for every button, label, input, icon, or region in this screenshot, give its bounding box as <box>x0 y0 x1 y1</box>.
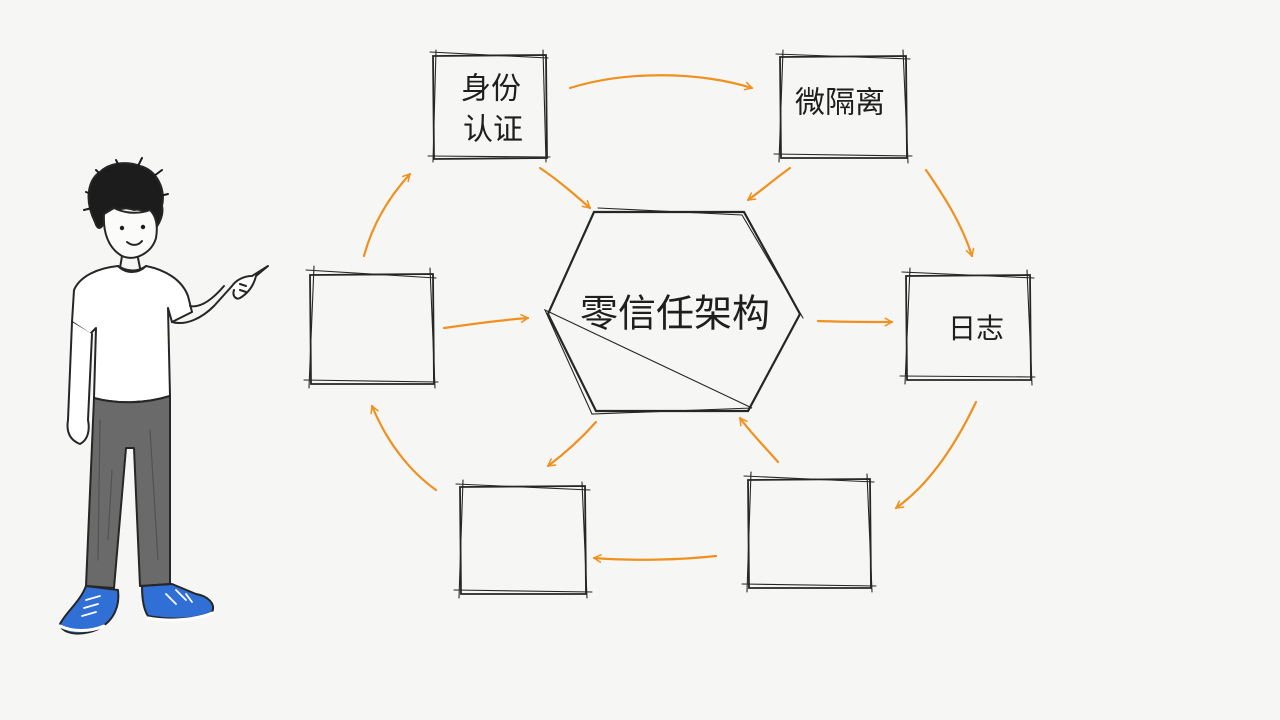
arrow-identity-to-micro <box>568 74 754 91</box>
node-label-log: 日志 <box>948 312 1004 345</box>
arrow-log-to-bottom-right <box>894 400 978 510</box>
arrow-identity-to-center <box>538 166 592 210</box>
flow-arrows <box>362 74 978 564</box>
arrow-bottom-right-to-bottom-left <box>592 554 718 564</box>
node-box-left <box>303 265 439 389</box>
node-box-bottom-right <box>741 471 877 593</box>
node-box-log <box>899 267 1036 386</box>
arrow-left-to-center <box>442 313 530 330</box>
pointing-person-icon <box>58 157 269 635</box>
node-label-identity-line2: 认证 <box>463 113 523 148</box>
center-hexagon <box>543 207 804 415</box>
node-box-identity <box>427 49 551 163</box>
center-label: 零信任架构 <box>580 292 770 336</box>
arrow-bottom-left-to-left <box>370 404 438 492</box>
arrow-bottom-right-to-center <box>738 416 780 464</box>
node-label-identity-line1: 身份 <box>461 72 521 107</box>
node-boxes <box>303 49 1036 599</box>
arrow-micro-to-center <box>746 166 792 202</box>
node-box-bottom-left <box>453 479 593 599</box>
arrow-center-to-log <box>816 317 894 327</box>
arrow-center-to-bottom-left <box>546 420 598 468</box>
node-box-micro <box>773 49 913 164</box>
arrow-left-to-identity <box>362 172 412 258</box>
arrow-micro-to-log <box>924 168 975 258</box>
node-label-micro: 微隔离 <box>795 86 885 121</box>
